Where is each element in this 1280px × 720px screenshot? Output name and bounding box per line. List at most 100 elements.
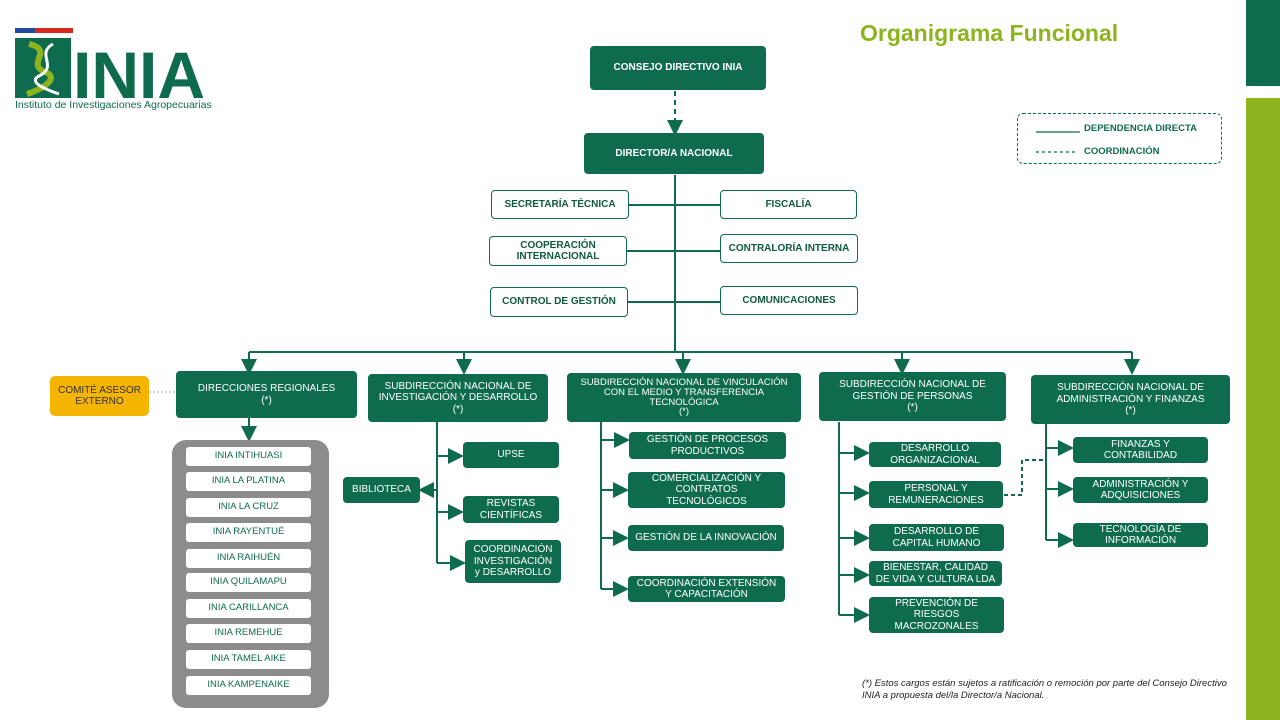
personal-line-1: PERSONAL Y bbox=[904, 483, 968, 494]
revistas-cientificas-box: REVISTAS CIENTÍFICAS bbox=[463, 496, 559, 523]
sub-administracion-line-2: ADMINISTRACIÓN Y FINANZAS bbox=[1056, 393, 1205, 405]
upse-box: UPSE bbox=[463, 442, 559, 468]
legend: DEPENDENCIA DIRECTA COORDINACIÓN bbox=[1017, 113, 1222, 164]
logo-subtitle: Instituto de Investigaciones Agropecuari… bbox=[15, 99, 212, 111]
secretaria-tecnica-label: SECRETARÍA TÉCNICA bbox=[504, 198, 616, 210]
revistas-line-2: CIENTÍFICAS bbox=[479, 509, 543, 521]
subdireccion-personas-box: SUBDIRECCIÓN NACIONAL DE GESTIÓN DE PERS… bbox=[819, 372, 1006, 421]
region-item: INIA TAMEL AIKE bbox=[186, 650, 311, 669]
inia-logo: INIA bbox=[15, 28, 225, 112]
control-gestion-label: CONTROL DE GESTIÓN bbox=[502, 296, 616, 308]
region-item: INIA REMEHUE bbox=[186, 624, 311, 643]
comunicaciones-label: COMUNICACIONES bbox=[742, 294, 836, 306]
footnote: (*) Estos cargos están sujetos a ratific… bbox=[862, 678, 1227, 701]
capital-humano-line-2: CAPITAL HUMANO bbox=[892, 537, 981, 549]
fiscalia-label: FISCALÍA bbox=[765, 198, 812, 210]
consejo-directivo-label: CONSEJO DIRECTIVO INIA bbox=[613, 62, 743, 74]
cooperacion-line-2: INTERNACIONAL bbox=[516, 251, 600, 262]
prevencion-line-1: PREVENCIÓN DE bbox=[895, 597, 978, 609]
region-item: INIA KAMPENAIKE bbox=[186, 676, 311, 695]
secretaria-tecnica-box: SECRETARÍA TÉCNICA bbox=[491, 190, 629, 219]
gestion-procesos-box: GESTIÓN DE PROCESOS PRODUCTIVOS bbox=[629, 432, 786, 459]
biblioteca-label: BIBLIOTECA bbox=[352, 484, 411, 496]
gest-procesos-line-1: GESTIÓN DE PROCESOS bbox=[646, 434, 769, 445]
personal-line-2: REMUNERACIONES bbox=[888, 494, 984, 506]
coord-inv-line-3: y DESARROLLO bbox=[474, 567, 552, 579]
tecnologia-line-1: TECNOLOGÍA DE bbox=[1099, 523, 1182, 535]
sub-vinculacion-line-2: CON EL MEDIO Y TRANSFERENCIA bbox=[603, 386, 765, 398]
sub-vinculacion-line-3: TECNOLÓGICA bbox=[649, 396, 719, 408]
comercializacion-line-1: COMERCIALIZACIÓN Y bbox=[651, 472, 762, 484]
sub-personas-line-1: SUBDIRECCIÓN NACIONAL DE bbox=[839, 379, 986, 391]
sub-administracion-line-1: SUBDIRECCIÓN NACIONAL DE bbox=[1057, 382, 1204, 394]
personal-remuneraciones-box: PERSONAL Y REMUNERACIONES bbox=[869, 481, 1003, 508]
sub-vinculacion-line-4: (*) bbox=[678, 406, 690, 418]
prevencion-riesgos-box: PREVENCIÓN DE RIESGOS MACROZONALES bbox=[869, 597, 1004, 633]
capital-humano-line-1: DESARROLLO DE bbox=[893, 526, 980, 537]
region-item: INIA INTIHUASI bbox=[186, 447, 311, 466]
svg-text:INIA: INIA bbox=[73, 38, 205, 100]
direcciones-line-1: DIRECCIONES REGIONALES bbox=[197, 383, 336, 394]
region-item: INIA RAIHUÉN bbox=[186, 549, 311, 568]
legend-coord-label: COORDINACIÓN bbox=[1084, 146, 1160, 157]
decorative-bar-bottom bbox=[1246, 98, 1280, 720]
coord-extension-line-1: COORDINACIÓN EXTENSIÓN bbox=[636, 577, 777, 589]
control-gestion-box: CONTROL DE GESTIÓN bbox=[490, 287, 628, 317]
director-nacional-box: DIRECTOR/A NACIONAL bbox=[584, 133, 764, 174]
comunicaciones-box: COMUNICACIONES bbox=[720, 286, 858, 315]
comite-line-1: COMITÉ ASESOR bbox=[58, 384, 141, 396]
administracion-line-2: ADQUISICIONES bbox=[1100, 490, 1181, 501]
administracion-line-1: ADMINISTRACIÓN Y bbox=[1092, 478, 1189, 490]
comite-asesor-externo-box: COMITÉ ASESOR EXTERNO bbox=[50, 376, 149, 416]
bienestar-box: BIENESTAR, CALIDAD DE VIDA Y CULTURA LDA bbox=[869, 561, 1002, 586]
finanzas-line-2: CONTABILIDAD bbox=[1103, 450, 1178, 461]
sub-investigacion-line-2: INVESTIGACIÓN Y DESARROLLO bbox=[378, 392, 538, 404]
cooperacion-line-1: COOPERACIÓN bbox=[520, 239, 596, 251]
comercializacion-line-2: CONTRATOS bbox=[675, 484, 738, 496]
tecnologia-line-2: INFORMACIÓN bbox=[1104, 535, 1177, 546]
capital-humano-box: DESARROLLO DE CAPITAL HUMANO bbox=[869, 524, 1004, 551]
fiscalia-box: FISCALÍA bbox=[720, 190, 857, 219]
contraloria-interna-box: CONTRALORÍA INTERNA bbox=[720, 234, 858, 263]
sub-investigacion-line-1: SUBDIRECCIÓN NACIONAL DE bbox=[384, 380, 532, 392]
region-item: INIA CARILLANCA bbox=[186, 599, 311, 618]
cooperacion-internacional-box: COOPERACIÓN INTERNACIONAL bbox=[489, 236, 627, 266]
finanzas-line-1: FINANZAS Y bbox=[1111, 438, 1170, 450]
administracion-adquisiciones-box: ADMINISTRACIÓN Y ADQUISICIONES bbox=[1073, 477, 1208, 503]
page-title: Organigrama Funcional bbox=[860, 20, 1119, 46]
desarrollo-org-line-2: ORGANIZACIONAL bbox=[890, 454, 980, 466]
region-item: INIA RAYENTUÉ bbox=[186, 523, 311, 542]
sub-vinculacion-line-1: SUBDIRECCIÓN NACIONAL DE VINCULACIÓN bbox=[580, 376, 788, 388]
bienestar-line-2: DE VIDA Y CULTURA LDA bbox=[875, 573, 996, 585]
legend-direct-label: DEPENDENCIA DIRECTA bbox=[1084, 123, 1197, 134]
subdireccion-investigacion-box: SUBDIRECCIÓN NACIONAL DE INVESTIGACIÓN Y… bbox=[368, 374, 548, 422]
biblioteca-box: BIBLIOTECA bbox=[343, 477, 420, 503]
gestion-innovacion-box: GESTIÓN DE LA INNOVACIÓN bbox=[628, 525, 784, 551]
prevencion-line-2: RIESGOS bbox=[913, 609, 960, 621]
region-item: INIA QUILAMAPU bbox=[186, 573, 311, 592]
upse-label: UPSE bbox=[497, 449, 525, 461]
comercializacion-line-3: TECNOLÓGICOS bbox=[666, 495, 747, 507]
sub-investigacion-line-3: (*) bbox=[452, 403, 464, 415]
coord-inv-line-2: INVESTIGACIÓN bbox=[473, 555, 553, 567]
sub-administracion-line-3: (*) bbox=[1125, 405, 1136, 417]
contraloria-interna-label: CONTRALORÍA INTERNA bbox=[728, 242, 850, 254]
region-item: INIA LA CRUZ bbox=[186, 498, 311, 517]
coordinacion-extension-box: COORDINACIÓN EXTENSIÓN Y CAPACITACIÓN bbox=[628, 576, 785, 602]
coord-extension-line-2: Y CAPACITACIÓN bbox=[665, 589, 748, 600]
subdireccion-vinculacion-box: SUBDIRECCIÓN NACIONAL DE VINCULACIÓN CON… bbox=[567, 373, 801, 422]
gestion-innovacion-label: GESTIÓN DE LA INNOVACIÓN bbox=[635, 532, 777, 544]
director-nacional-label: DIRECTOR/A NACIONAL bbox=[615, 147, 733, 159]
desarrollo-org-line-1: DESARROLLO bbox=[900, 443, 970, 454]
coord-inv-line-1: COORDINACIÓN bbox=[473, 544, 553, 556]
comercializacion-box: COMERCIALIZACIÓN Y CONTRATOS TECNOLÓGICO… bbox=[628, 472, 785, 508]
sub-personas-line-3: (*) bbox=[907, 402, 918, 414]
comite-line-2: EXTERNO bbox=[75, 396, 124, 407]
finanzas-contabilidad-box: FINANZAS Y CONTABILIDAD bbox=[1073, 437, 1208, 463]
bienestar-line-1: BIENESTAR, CALIDAD bbox=[883, 562, 988, 573]
gest-procesos-line-2: PRODUCTIVOS bbox=[670, 445, 745, 457]
subdireccion-administracion-box: SUBDIRECCIÓN NACIONAL DE ADMINISTRACIÓN … bbox=[1031, 375, 1230, 424]
consejo-directivo-box: CONSEJO DIRECTIVO INIA bbox=[590, 46, 766, 90]
region-item: INIA LA PLATINA bbox=[186, 472, 311, 491]
